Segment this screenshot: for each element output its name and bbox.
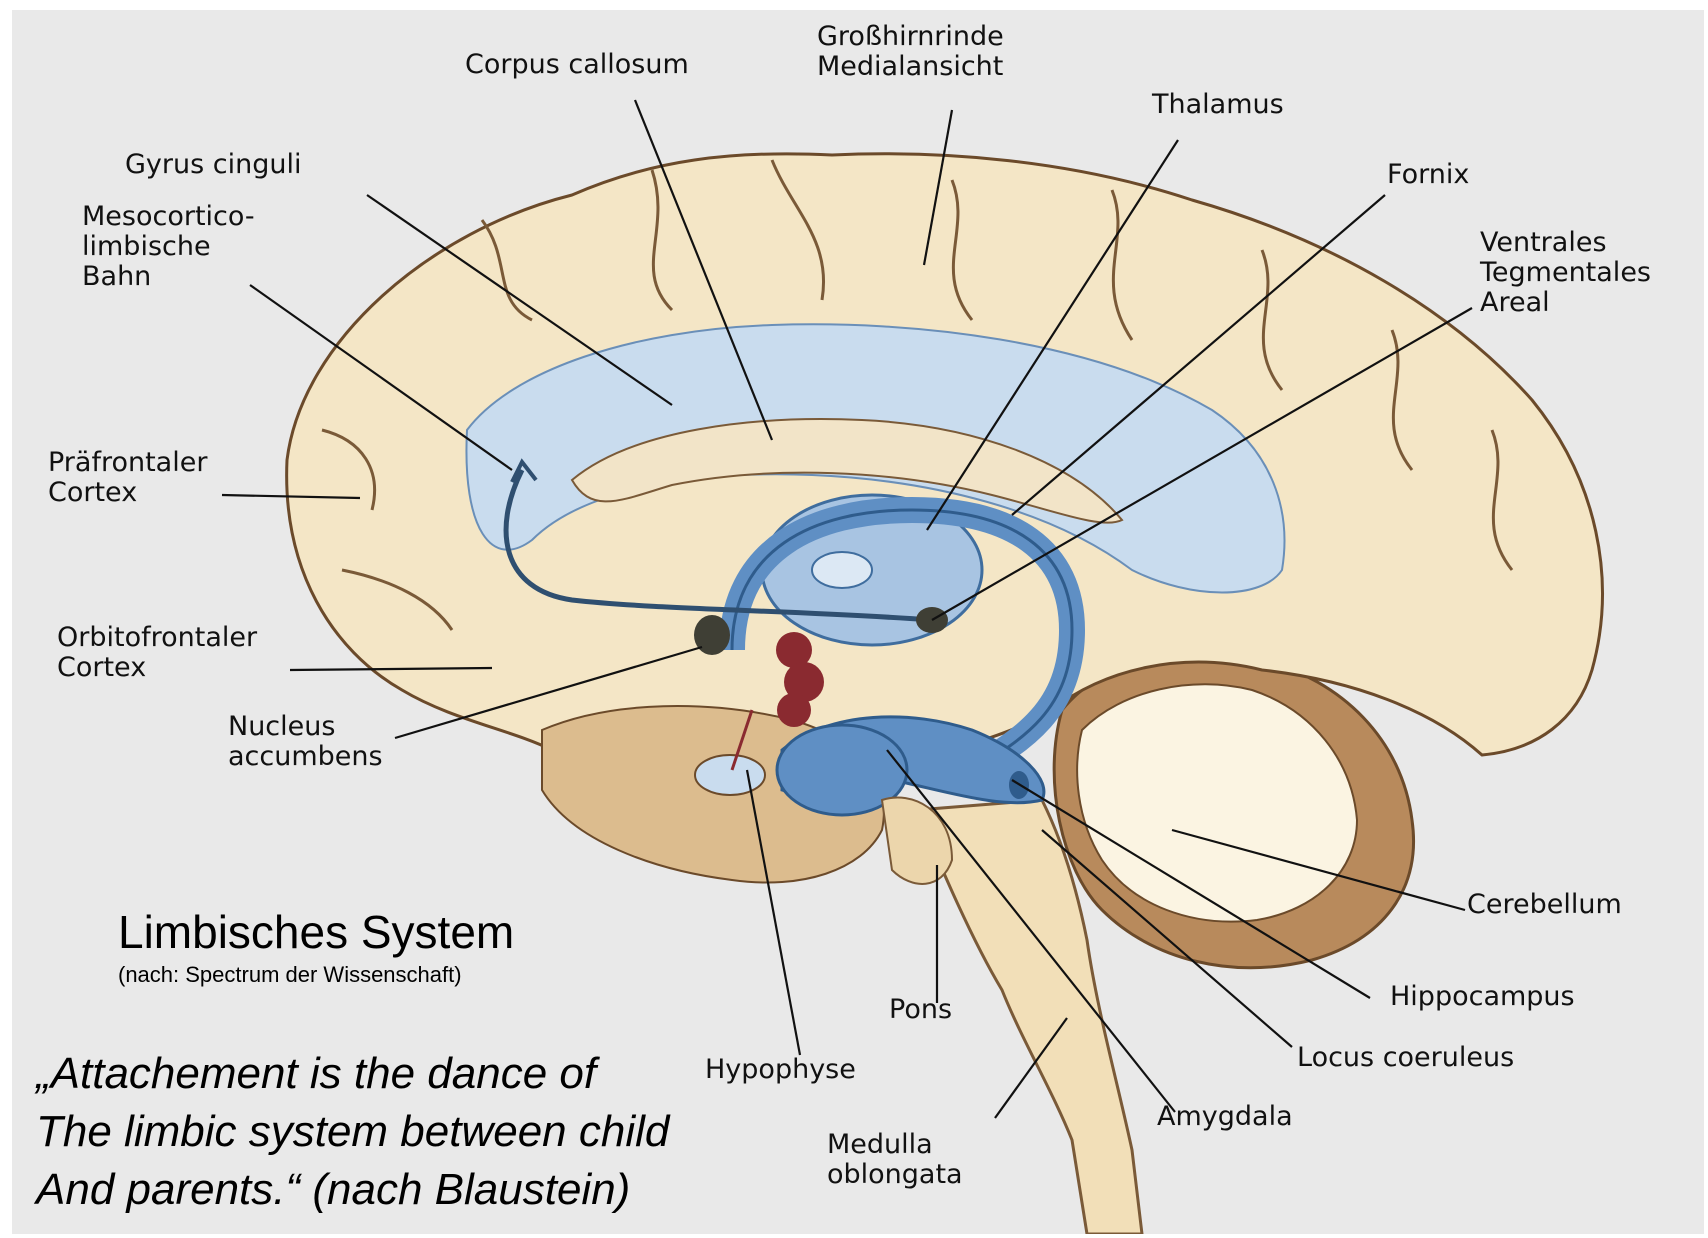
quote-line: „Attachement is the dance of: [36, 1045, 669, 1103]
label-locus-coeruleus: Locus coeruleus: [1297, 1043, 1514, 1073]
figure-title: Limbisches System: [118, 905, 514, 959]
label-thalamus: Thalamus: [1152, 90, 1284, 120]
label-hippocampus: Hippocampus: [1390, 982, 1575, 1012]
label-amygdala: Amygdala: [1157, 1102, 1293, 1132]
label-gyrus-cinguli: Gyrus cinguli: [125, 150, 301, 180]
hypophysis: [695, 755, 765, 795]
nucleus-accumbens: [694, 615, 730, 655]
quote-line: The limbic system between child: [36, 1103, 669, 1161]
label-cerebellum: Cerebellum: [1467, 890, 1622, 920]
label-pons: Pons: [889, 995, 952, 1025]
figure-source: (nach: Spectrum der Wissenschaft): [118, 962, 462, 988]
label-hypophyse: Hypophyse: [705, 1055, 856, 1085]
label-fornix: Fornix: [1387, 160, 1469, 190]
quote-text: „Attachement is the dance of The limbic …: [36, 1045, 669, 1219]
label-corpus-callosum: Corpus callosum: [465, 50, 689, 80]
quote-line: And parents.“ (nach Blaustein): [36, 1161, 669, 1219]
